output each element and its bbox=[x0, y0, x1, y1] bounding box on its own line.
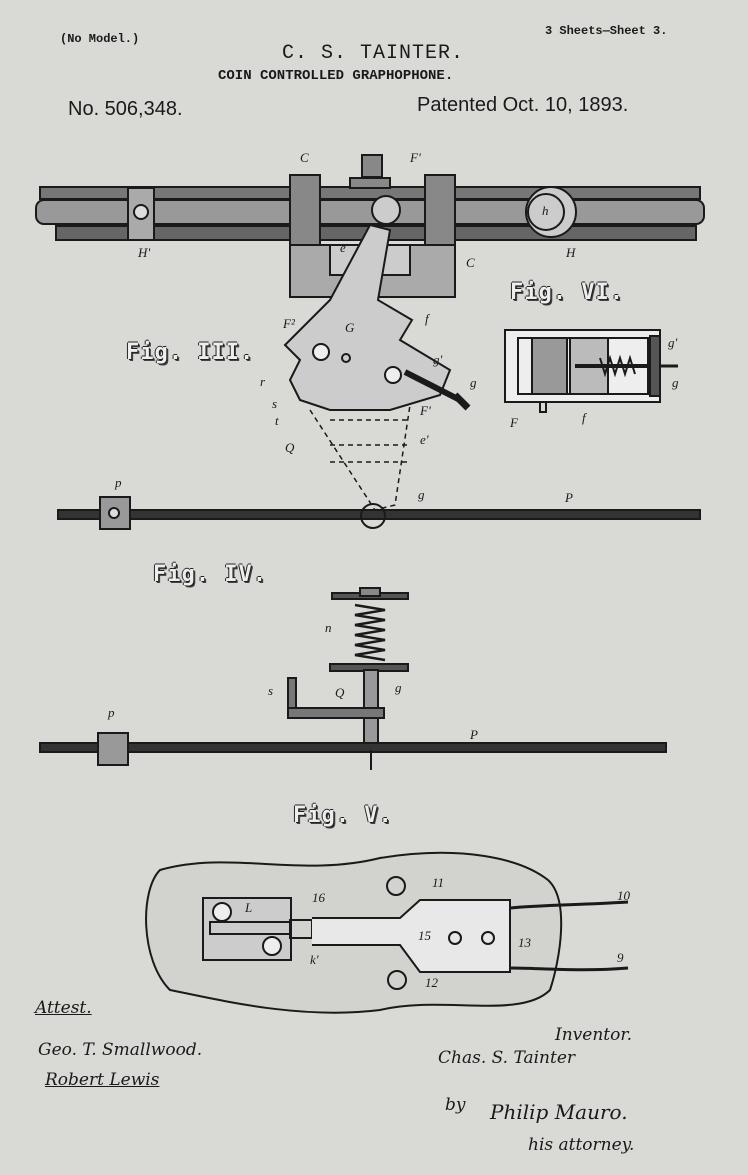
label: Q bbox=[335, 685, 345, 700]
fig6-box bbox=[504, 329, 678, 413]
label: H bbox=[566, 245, 576, 260]
label: g' bbox=[433, 352, 443, 367]
label: g bbox=[395, 680, 402, 695]
label: k' bbox=[310, 952, 319, 967]
label: s bbox=[268, 683, 274, 698]
attorney-role: his attorney. bbox=[528, 1135, 635, 1155]
model-note: (No Model.) bbox=[60, 32, 140, 46]
label: f bbox=[425, 311, 429, 326]
label: g bbox=[672, 375, 679, 390]
label: L bbox=[245, 900, 253, 915]
label: C bbox=[300, 150, 309, 165]
invention-title: COIN CONTROLLED GRAPHOPHONE. bbox=[218, 68, 454, 84]
label: p bbox=[115, 475, 122, 490]
fig5-mechanism bbox=[145, 851, 629, 1014]
label: g bbox=[418, 487, 425, 502]
witness-signature-1: Geo. T. Smallwood. bbox=[38, 1040, 203, 1060]
label: 15 bbox=[418, 928, 431, 943]
label: n bbox=[325, 620, 332, 635]
label: 11 bbox=[432, 875, 445, 890]
label: F' bbox=[410, 150, 421, 165]
label: 16 bbox=[312, 890, 325, 905]
label: t bbox=[275, 413, 279, 428]
label: g bbox=[470, 375, 477, 390]
figure-title-fig5: Fig. V. bbox=[293, 803, 393, 828]
patent-number: No. 506,348. bbox=[68, 98, 183, 120]
label: f bbox=[582, 410, 586, 425]
label: F bbox=[510, 415, 518, 430]
label: Q bbox=[285, 440, 295, 455]
label: e bbox=[340, 240, 346, 255]
label: 9 bbox=[617, 950, 624, 965]
label: 10 bbox=[617, 888, 630, 903]
top-shaft bbox=[35, 154, 705, 298]
inventor-name: C. S. TAINTER. bbox=[282, 42, 465, 65]
label: r bbox=[260, 374, 266, 389]
rod-p-fig3 bbox=[57, 496, 701, 530]
label: 13 bbox=[518, 935, 531, 950]
fig4-mechanism bbox=[39, 587, 667, 770]
label: 12 bbox=[425, 975, 438, 990]
label: F² bbox=[283, 316, 295, 331]
label: H' bbox=[138, 245, 151, 260]
label: e' bbox=[420, 432, 429, 447]
inventor-label: Inventor. bbox=[555, 1025, 633, 1045]
figure-title-fig4: Fig. IV. bbox=[153, 562, 267, 587]
lever-g bbox=[283, 223, 471, 511]
by-label: by bbox=[445, 1095, 466, 1115]
label: P bbox=[470, 727, 478, 742]
label: F' bbox=[420, 403, 431, 418]
label: s bbox=[272, 396, 278, 411]
witness-signature-2: Robert Lewis bbox=[45, 1070, 160, 1090]
figure-title-fig3: Fig. III. bbox=[126, 340, 255, 365]
label: P bbox=[565, 490, 573, 505]
figure-title-fig6: Fig. VI. bbox=[510, 280, 624, 305]
attorney-signature: Philip Mauro. bbox=[490, 1100, 628, 1124]
sheet-count: 3 Sheets—Sheet 3. bbox=[545, 24, 668, 38]
attest-label: Attest. bbox=[35, 998, 92, 1018]
label: C bbox=[466, 255, 475, 270]
inventor-signature: Chas. S. Tainter bbox=[438, 1048, 576, 1068]
label: p bbox=[108, 705, 115, 720]
label: h bbox=[542, 203, 549, 218]
label: G bbox=[345, 320, 355, 335]
label: g' bbox=[668, 335, 678, 350]
patent-date: Patented Oct. 10, 1893. bbox=[417, 94, 629, 116]
